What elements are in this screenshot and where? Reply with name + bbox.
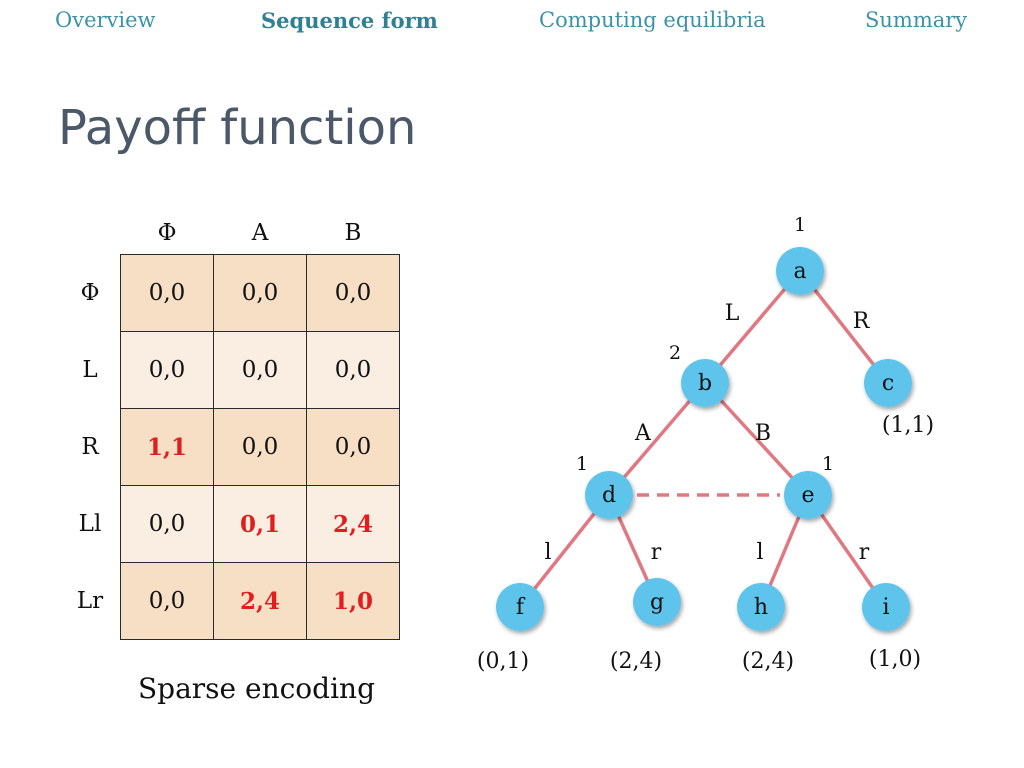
edge-label-d-g: r <box>651 540 662 565</box>
node-circle <box>784 471 832 519</box>
table-cell: 0,0 <box>306 331 400 409</box>
nav-item-computing-equilibria[interactable]: Computing equilibria <box>539 8 766 32</box>
payoff-label-c: (1,1) <box>882 413 934 438</box>
node-label: d <box>602 483 616 508</box>
edge-label-e-i: r <box>859 540 870 565</box>
payoff-label-i: (1,0) <box>869 647 921 672</box>
row-header: R <box>81 434 99 460</box>
table-cell: 0,0 <box>213 331 307 409</box>
nav-item-sequence-form[interactable]: Sequence form <box>261 8 438 33</box>
row-header: Ll <box>78 511 102 537</box>
node-label: a <box>793 259 806 284</box>
column-header: B <box>344 220 362 246</box>
edge-label-b-e: B <box>755 421 771 446</box>
payoff-label-f: (0,1) <box>477 649 529 674</box>
table-cell: 1,0 <box>306 562 400 640</box>
table-cell: 0,0 <box>120 562 214 640</box>
player-label-e: 1 <box>822 453 834 475</box>
node-circle <box>862 583 910 631</box>
table-cell: 0,0 <box>213 254 307 332</box>
column-header: A <box>251 220 269 246</box>
tree-node-h: h <box>737 583 785 631</box>
edge-label-e-h: l <box>756 540 763 565</box>
top-nav: Overview Sequence form Computing equilib… <box>0 6 1024 38</box>
edge-label-d-f: l <box>544 540 551 565</box>
node-circle <box>776 247 824 295</box>
column-header: Φ <box>157 220 177 246</box>
edge-label-a-c: R <box>853 309 871 334</box>
edge-label-b-d: A <box>634 421 652 446</box>
tree-node-i: i <box>862 583 910 631</box>
tree-node-a: a <box>776 247 824 295</box>
table-header-row: Φ A B <box>60 212 400 255</box>
node-label: i <box>882 595 889 620</box>
row-header: Φ <box>80 280 100 306</box>
tree-edge-a-b <box>703 269 802 385</box>
payoff-label-g: (2,4) <box>610 649 662 674</box>
row-header: Lr <box>76 588 104 614</box>
player-label-a: 1 <box>794 214 806 236</box>
node-circle <box>633 578 681 626</box>
node-label: f <box>516 595 526 620</box>
tree-node-f: f <box>496 583 544 631</box>
node-circle <box>681 359 729 407</box>
tree-node-g: g <box>633 578 681 626</box>
node-label: g <box>650 590 664 615</box>
edge-label-a-b: L <box>725 301 740 326</box>
row-header: L <box>82 357 98 383</box>
tree-edge-b-d <box>607 381 707 497</box>
slide-caption: Sparse encoding <box>138 672 376 705</box>
nav-item-summary[interactable]: Summary <box>865 8 968 32</box>
node-label: e <box>801 483 814 508</box>
table-cell: 0,0 <box>120 331 214 409</box>
table-cell: 0,0 <box>306 408 400 486</box>
node-circle <box>496 583 544 631</box>
node-label: h <box>754 595 768 620</box>
node-circle <box>864 359 912 407</box>
tree-nodes: a b c d e f g h i <box>496 247 912 631</box>
table-cell: 0,0 <box>213 408 307 486</box>
node-circle <box>737 583 785 631</box>
tree-edge-b-e <box>703 381 810 497</box>
slide-title: Payoff function <box>58 100 417 156</box>
node-label: c <box>882 371 894 396</box>
tree-edges <box>518 269 890 609</box>
node-circle <box>585 471 633 519</box>
table-cell: 0,0 <box>120 254 214 332</box>
nav-item-overview[interactable]: Overview <box>55 8 156 32</box>
table-cell: 2,4 <box>213 562 307 640</box>
player-label-d: 1 <box>576 453 588 475</box>
tree-node-c: c <box>864 359 912 407</box>
tree-node-d: d <box>585 471 633 519</box>
node-label: b <box>698 371 712 396</box>
tree-labels: L R A Bl r l r 1 2 (1,1) 1 1 (0,1) (2,4) (2,4) (1,0) <box>477 214 934 674</box>
table-cell: 0,1 <box>213 485 307 563</box>
table-cell: 2,4 <box>306 485 400 563</box>
table-cell: 0,0 <box>306 254 400 332</box>
player-label-b: 2 <box>669 342 681 364</box>
tree-node-e: e <box>784 471 832 519</box>
table-cell: 1,1 <box>120 408 214 486</box>
payoff-label-h: (2,4) <box>742 649 794 674</box>
tree-node-b: b <box>681 359 729 407</box>
